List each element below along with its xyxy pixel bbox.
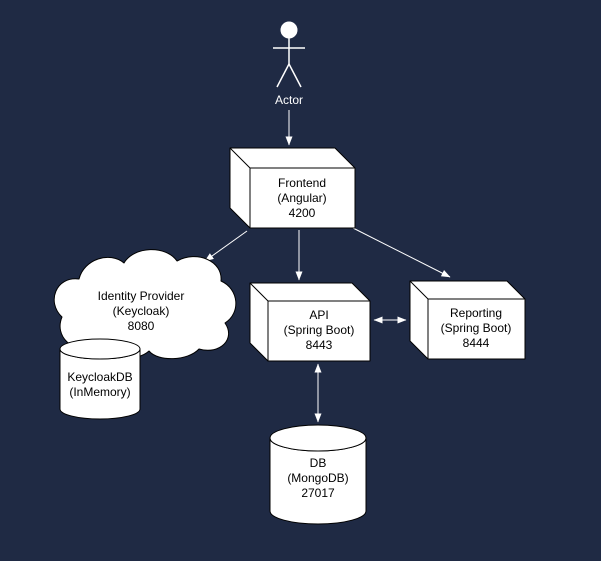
db-label-line3: 27017 bbox=[301, 486, 335, 500]
keycloak-db-label-line2: (InMemory) bbox=[69, 385, 130, 399]
cube-fold bbox=[229, 147, 355, 228]
keycloak-db-node[interactable]: KeycloakDB (InMemory) bbox=[59, 338, 141, 420]
reporting-label-line2: (Spring Boot) bbox=[441, 321, 512, 335]
identity-provider-label-line3: 8080 bbox=[128, 319, 155, 333]
cube-shape bbox=[409, 280, 526, 360]
actor-node[interactable]: Actor bbox=[273, 21, 305, 107]
identity-provider-label-line2: (Keycloak) bbox=[113, 304, 170, 318]
cylinder-top bbox=[59, 338, 141, 360]
frontend-label-line1: Frontend bbox=[278, 176, 326, 190]
identity-provider-node[interactable]: Identity Provider (Keycloak) 8080 bbox=[53, 249, 237, 360]
cylinder-top bbox=[269, 424, 367, 452]
reporting-node[interactable]: Reporting (Spring Boot) 8444 bbox=[409, 280, 526, 360]
identity-provider-label-line1: Identity Provider bbox=[98, 289, 185, 303]
api-label-line2: (Spring Boot) bbox=[284, 323, 355, 337]
cube-shape bbox=[249, 282, 371, 362]
actor-label: Actor bbox=[275, 93, 303, 107]
edges bbox=[204, 110, 451, 423]
reporting-label-line3: 8444 bbox=[463, 336, 490, 350]
api-label-line1: API bbox=[309, 308, 328, 322]
frontend-node[interactable]: Frontend (Angular) 4200 bbox=[229, 147, 356, 229]
cloud-shape bbox=[53, 249, 237, 360]
api-node[interactable]: API (Spring Boot) 8443 bbox=[249, 282, 371, 362]
api-label-line3: 8443 bbox=[306, 338, 333, 352]
frontend-label-line2: (Angular) bbox=[277, 191, 326, 205]
db-label-line1: DB bbox=[310, 456, 327, 470]
db-label-line2: (MongoDB) bbox=[287, 471, 348, 485]
edge-frontend-identity-provider bbox=[204, 230, 248, 262]
reporting-label-line1: Reporting bbox=[450, 306, 502, 320]
keycloak-db-label-line1: KeycloakDB bbox=[67, 370, 132, 384]
actor-icon bbox=[273, 21, 305, 88]
db-node[interactable]: DB (MongoDB) 27017 bbox=[269, 424, 367, 525]
cube-fold bbox=[409, 280, 525, 359]
frontend-label-line3: 4200 bbox=[289, 206, 316, 220]
edge-frontend-reporting bbox=[352, 227, 451, 278]
cube-fold bbox=[249, 282, 370, 361]
